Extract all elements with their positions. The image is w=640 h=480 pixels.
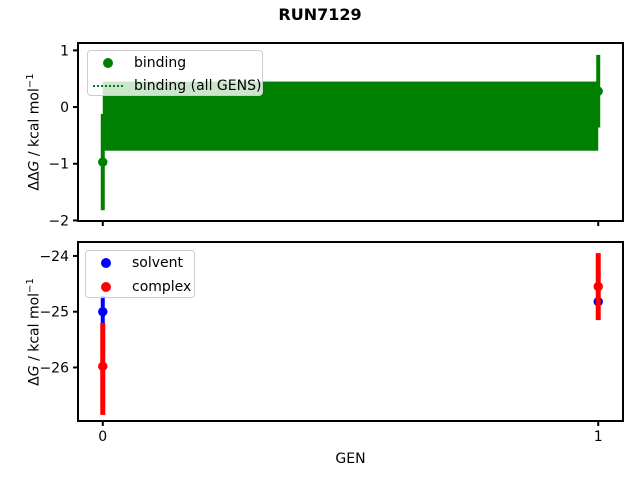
ylabel-bottom-prefix: Δ — [26, 376, 43, 386]
solvent-marker-gen0 — [98, 307, 108, 317]
ylabel-bottom-units: / kcal mol — [26, 292, 43, 366]
legend-item-solvent: solvent — [90, 251, 194, 275]
complex-marker-icon — [90, 282, 122, 292]
ylabel-bottom-var: G — [26, 365, 43, 377]
bottom-y-tick-label: −24 — [39, 249, 69, 265]
top-y-tick-label: 1 — [60, 43, 69, 59]
bottom-y-axis-label: ΔG / kcal mol−1 — [22, 246, 43, 418]
complex-marker-gen0 — [98, 361, 108, 372]
top-y-tick-label: −2 — [48, 213, 69, 229]
ylabel-top-prefix: ΔΔ — [26, 171, 43, 191]
dotted-line-icon — [92, 84, 124, 87]
solvent-marker-icon — [90, 258, 122, 268]
top-legend: binding binding (all GENS) — [87, 50, 263, 96]
legend-label-binding: binding — [134, 54, 187, 71]
ylabel-top-exponent: −1 — [25, 73, 36, 89]
legend-label-binding-all-gens: binding (all GENS) — [134, 77, 262, 94]
top-axes-frame — [77, 42, 624, 222]
top-y-tick-label: −1 — [48, 157, 69, 173]
bottom-y-tick-label: −26 — [39, 360, 69, 376]
bottom-x-tick-label: 0 — [98, 429, 107, 445]
legend-item-complex: complex — [90, 275, 194, 299]
complex-marker-gen1 — [593, 281, 603, 292]
binding-marker-gen0 — [98, 157, 108, 167]
bottom-y-tick-label: −25 — [39, 305, 69, 321]
legend-item-binding: binding — [92, 51, 262, 74]
figure-title: RUN7129 — [278, 5, 362, 24]
top-y-tick-label: 0 — [60, 100, 69, 116]
ylabel-top-units: / kcal mol — [26, 88, 43, 161]
x-axis-label: GEN — [335, 451, 366, 467]
bottom-legend: solvent complex — [85, 250, 195, 298]
bottom-axes-frame — [77, 241, 624, 422]
binding-marker-gen1 — [593, 86, 603, 96]
binding-marker-icon — [92, 57, 124, 68]
legend-item-binding-all-gens: binding (all GENS) — [92, 74, 262, 97]
top-y-axis-label: ΔΔG / kcal mol−1 — [22, 46, 43, 218]
ylabel-bottom-exponent: −1 — [25, 278, 36, 293]
legend-label-solvent: solvent — [132, 255, 184, 271]
legend-label-complex: complex — [132, 279, 192, 295]
ylabel-top-var: G — [26, 160, 43, 172]
bottom-x-tick-label: 1 — [594, 429, 603, 445]
